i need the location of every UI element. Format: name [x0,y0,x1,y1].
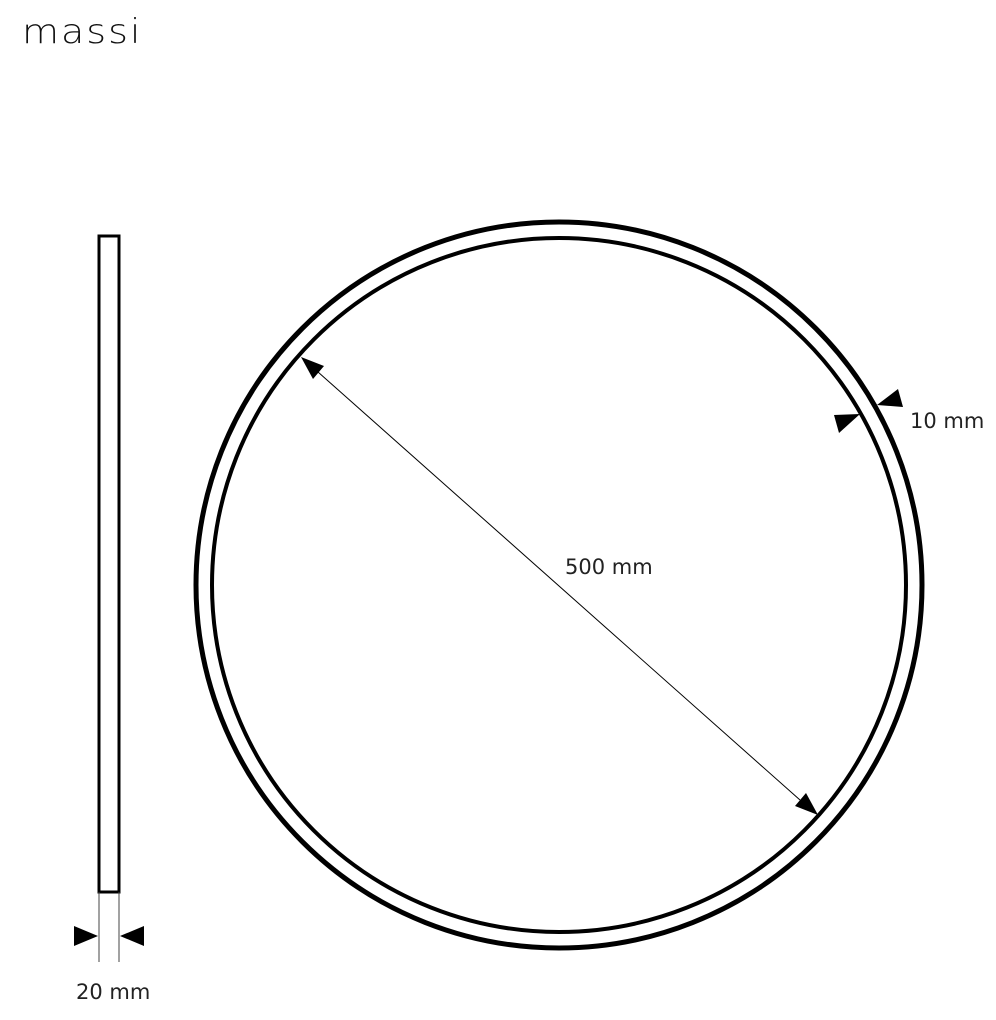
rim-arrow-inner [834,414,860,433]
depth-arrow-left [74,926,98,946]
diameter-line [317,371,801,801]
rim-arrow-outer [877,389,903,407]
diameter-arrow-end [795,793,818,815]
depth-label: 20 mm [76,980,151,1004]
side-profile [97,234,121,894]
mirror-outer-ring [193,219,925,951]
massi-logo: massi [22,11,143,51]
rim-width-label: 10 mm [910,409,985,433]
diameter-arrow-start [301,357,324,379]
mirror-inner-ring [210,236,908,934]
depth-arrow-right [120,926,144,946]
diameter-label: 500 mm [565,555,653,579]
